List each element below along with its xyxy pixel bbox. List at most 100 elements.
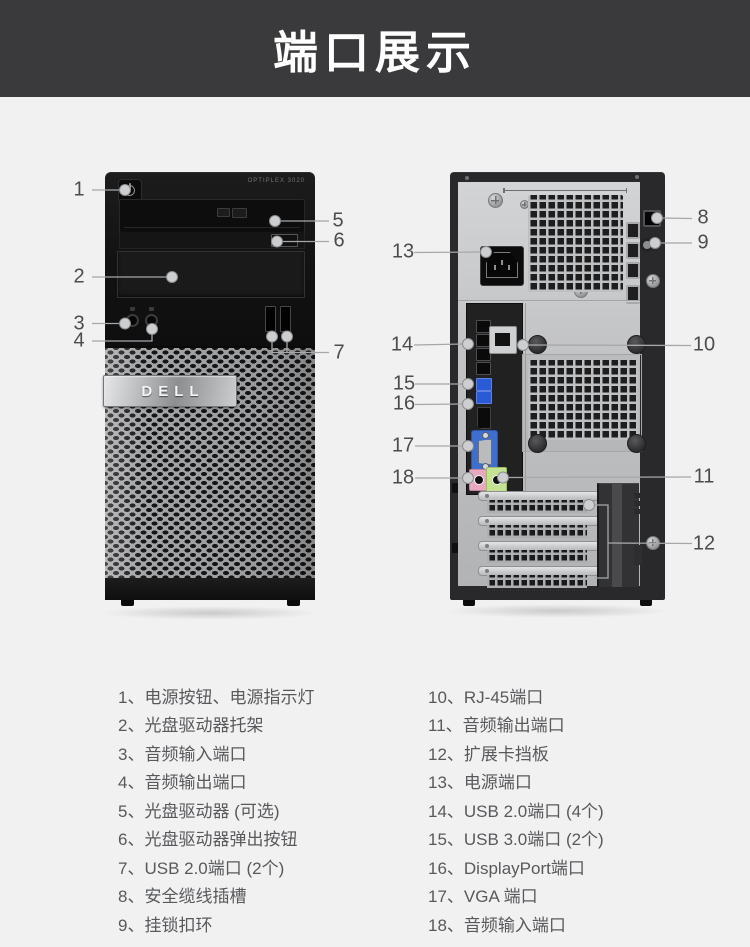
legend-item: 14、USB 2.0端口 (4个) [428,801,604,821]
legend-item: 3、音频输入端口 [118,744,247,764]
front-shadow [100,606,320,620]
legend-item: 4、音频输出端口 [118,773,247,793]
brand-label: DELL [141,382,205,400]
thumbscrew [528,335,547,354]
usb2-port [476,348,491,361]
expansion-slot-vent [487,550,587,563]
front-usb-port [280,306,291,332]
usb2-port [476,362,491,375]
front-bezel: OPTIPLEX 3020 [105,172,315,346]
legend-item: 6、光盘驱动器弹出按钮 [118,830,298,850]
tower-foot [287,600,300,606]
callout-number-11: 11 [693,465,715,488]
callout-number-18: 18 [391,466,415,489]
audio-out-jack [145,307,158,327]
callout-number-15: 15 [392,372,416,395]
callout-number-8: 8 [697,206,709,229]
panel-groove [525,303,526,493]
edge-vent-slot [626,242,640,259]
panel-seam [503,188,627,193]
callout-number-1: 1 [73,178,85,201]
screw [488,193,503,208]
screw [646,536,660,550]
audio-out-port [486,467,507,493]
callout-number-12: 12 [692,532,716,555]
callout-number-10: 10 [692,333,716,356]
page-title: 端口展示 [272,27,477,78]
expansion-slot-vent [487,575,587,588]
legend-item: 8、安全缆线插槽 [118,887,247,907]
card-retention-latch [597,483,639,587]
legend-item: 9、挂锁扣环 [118,915,213,935]
expansion-slot-vent [487,525,587,538]
frame-rivet [465,176,469,180]
edge-vent-slot [626,285,640,304]
rear-panel [458,182,646,588]
legend-item: 1、电源按钮、电源指示灯 [118,688,315,707]
front-usb-port [265,306,276,332]
optical-drive [119,199,305,233]
callout-number-9: 9 [697,231,709,254]
callout-number-7: 7 [333,341,345,364]
padlock-ring [640,238,654,252]
tower-foot [463,600,475,606]
chassis-vent [528,360,638,440]
legend-left-column: 1、电源按钮、电源指示灯 2、光盘驱动器托架 3、音频输入端口 4、音频输出端口… [118,684,314,940]
side-plate-recess [522,354,642,452]
legend-item: 10、RJ-45端口 [428,688,544,707]
psu-fan-vent [528,195,623,292]
frame-nub [452,543,458,553]
latch-tabs [634,493,642,514]
security-cable-slot [643,210,661,227]
frame-rivet [635,175,639,179]
thumbscrew [528,434,547,453]
legend-item: 15、USB 3.0端口 (2个) [428,830,604,850]
thumbscrew [627,335,646,354]
legend-item: 5、光盘驱动器 (可选) [118,801,280,821]
callout-number-3: 3 [73,312,85,335]
callout-number-13: 13 [391,240,415,263]
screw [646,274,660,288]
audio-in-jack [126,307,139,327]
drive-bay-cover [117,251,305,298]
legend-item: 11、音频输出端口 [428,716,565,736]
optical-drive-lower [119,232,305,249]
io-panel [466,303,523,495]
expansion-slot-vent [487,500,587,513]
callout-number-2: 2 [73,265,85,288]
edge-vent-slot [626,262,640,279]
legend-item: 2、光盘驱动器托架 [118,716,264,736]
callout-number-4: 4 [73,329,85,352]
callout-number-17: 17 [391,434,415,457]
title-banner: 端口展示 [0,0,750,97]
legend-item: 16、DisplayPort端口 [428,858,585,878]
dell-logo: DELL [103,375,237,407]
callout-number-16: 16 [392,392,416,415]
panel-divider [458,300,640,302]
rear-tower [450,172,665,608]
legend-item: 7、USB 2.0端口 (2个) [118,858,285,878]
usb3-port [476,378,492,391]
frame-nub [452,483,458,493]
callout-number-6: 6 [333,229,345,252]
eject-button [271,234,298,247]
callout-number-14: 14 [390,333,414,356]
legend-right-column: 10、RJ-45端口 11、音频输出端口 12、扩展卡挡板 13、电源端口 14… [428,684,604,940]
thumbscrew [627,434,646,453]
power-port [480,246,524,286]
drive-indicator [217,208,230,217]
front-tower: OPTIPLEX 3020 DELL [103,172,315,608]
legend-item: 12、扩展卡挡板 [428,744,549,764]
model-label: OPTIPLEX 3020 [247,178,305,184]
tower-foot [640,600,652,606]
tower-foot [121,600,134,606]
displayport-port [477,407,491,429]
legend-item: 18、音频输入端口 [428,915,566,935]
legend-item: 17、VGA 端口 [428,887,538,907]
vga-port [471,430,498,472]
front-base [105,578,315,600]
legend-item: 13、电源端口 [428,773,532,793]
rj45-port [489,326,517,354]
drive-indicator [232,208,247,218]
